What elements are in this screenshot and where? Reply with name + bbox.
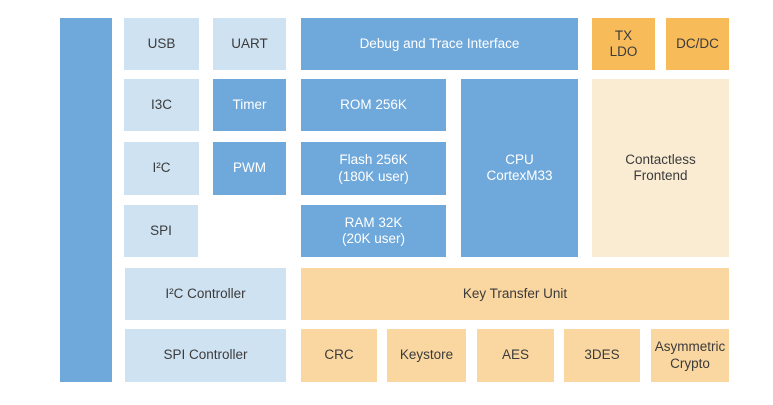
block-spi-controller: SPI Controller [125,329,286,382]
block-spi: SPI [124,205,198,257]
block-usb: USB [124,18,199,70]
block-rom: ROM 256K [301,79,446,131]
block-asymmetric-crypto: Asymmetric Crypto [651,329,729,382]
block-cpu-cortexm33: CPU CortexM33 [461,79,578,257]
block-tx-ldo: TX LDO [592,18,655,70]
block-keystore: Keystore [387,329,466,382]
block-aes: AES [477,329,554,382]
block-dcdc: DC/DC [666,18,729,70]
block-pwm: PWM [213,142,286,195]
block-crc: CRC [301,329,377,382]
block-timer: Timer [213,79,286,131]
block-i3c: I3C [124,79,199,131]
bus-bar [60,18,112,382]
block-i2c-controller: I²C Controller [125,268,286,320]
block-flash: Flash 256K (180K user) [301,142,446,195]
block-key-transfer-unit: Key Transfer Unit [301,268,729,320]
block-i2c: I²C [124,142,199,195]
block-ram: RAM 32K (20K user) [301,205,446,257]
block-debug-trace-interface: Debug and Trace Interface [301,18,578,70]
block-contactless-frontend: Contactless Frontend [592,79,729,257]
block-3des: 3DES [564,329,640,382]
block-uart: UART [213,18,286,70]
